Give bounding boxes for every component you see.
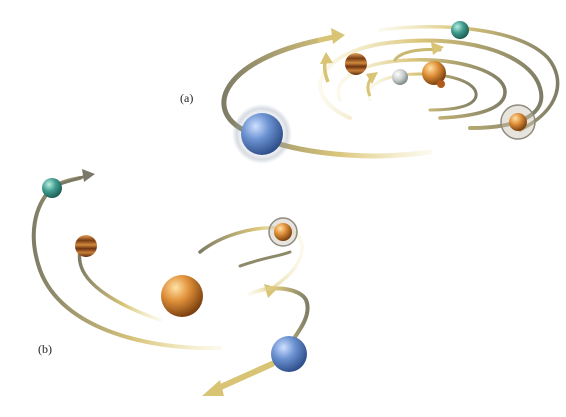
arrowhead-a-up (320, 52, 333, 64)
banded-planet-icon (345, 53, 367, 75)
blue-planet-icon-b (271, 336, 307, 372)
ringed-planet-icon-b (274, 223, 292, 241)
arrowhead-b-blue (202, 380, 224, 396)
orange-planet-icon (422, 61, 446, 85)
teal-planet-icon-b (42, 178, 62, 198)
banded-planet-icon-b (75, 235, 97, 257)
orbit-a-ringed (318, 38, 544, 130)
panel-a (221, 21, 560, 164)
orbit-b-teal (31, 176, 222, 351)
orange-planet-icon-b (161, 275, 203, 317)
arrow-b-blue (211, 361, 275, 393)
grey-planet-icon (392, 69, 408, 85)
arrowhead-b-teal (82, 169, 95, 182)
arrowhead-a-outer (331, 28, 345, 44)
panel-b (31, 169, 310, 396)
orbit-a-teal (378, 25, 560, 132)
orbit-b-ringed-under (238, 250, 292, 268)
ringed-planet-icon (509, 113, 527, 131)
arrowhead-a-inner (431, 42, 444, 55)
orbit-a-inner-2 (366, 72, 478, 112)
teal-planet-icon (451, 21, 469, 39)
arrow-b-teal (59, 174, 87, 186)
orbit-b-blue (248, 286, 310, 346)
arrowhead-a-mid (366, 72, 378, 84)
small-orange-planet-icon (437, 80, 445, 88)
panel-b-label: (b) (38, 342, 52, 356)
blue-planet-icon (241, 113, 283, 155)
panel-a-label: (a) (180, 91, 194, 105)
